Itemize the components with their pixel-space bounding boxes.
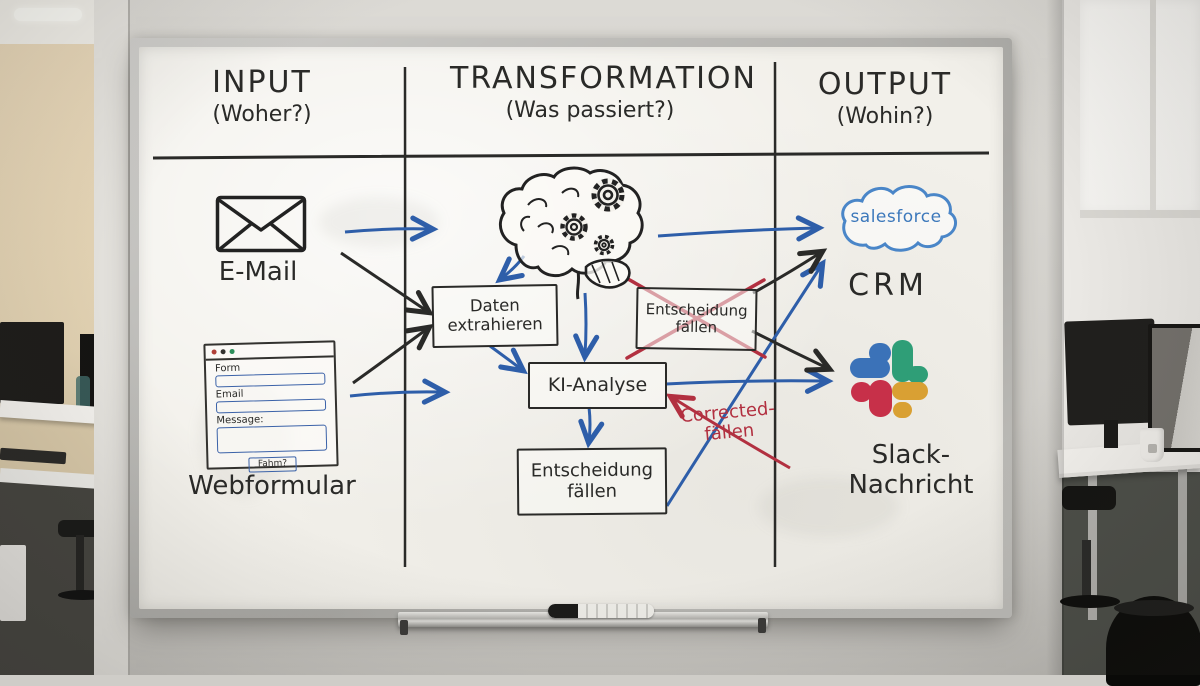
marker-tray	[398, 612, 768, 627]
background-object	[76, 376, 90, 410]
crm-label: CRM	[848, 268, 928, 303]
webform-sketch: Form Email Message: Fahm?	[203, 340, 339, 473]
webform-label: Webformular	[188, 471, 356, 501]
column-subtitle: (Was passiert?)	[505, 98, 675, 123]
office-chair	[1060, 595, 1120, 608]
salesforce-logo: salesforce	[832, 177, 960, 263]
pillar-edge	[94, 0, 130, 675]
email-label: E-Mail	[218, 257, 298, 287]
email-envelope-icon	[215, 195, 307, 253]
arrow-extract-to-ki	[489, 344, 528, 375]
drawer-unit	[0, 545, 26, 621]
office-chair	[76, 535, 84, 593]
browser-dot-green	[229, 348, 235, 355]
box-text: fällen	[675, 317, 718, 337]
browser-dot-dark	[220, 349, 226, 355]
arrow-ki-to-slack	[665, 367, 834, 394]
office-chair	[1062, 486, 1116, 510]
window-frame	[1150, 0, 1156, 214]
background-monitor	[0, 322, 64, 404]
browser-dot-red	[211, 349, 217, 355]
arrow-crossed-to-salesforce	[752, 248, 828, 295]
desk-leg	[1088, 462, 1097, 620]
brain-gears-icon	[499, 166, 644, 300]
arrow-webform-to-analysis	[349, 378, 451, 405]
window-sill	[1080, 210, 1200, 218]
header-divider	[152, 151, 990, 160]
tray-hook	[400, 620, 408, 635]
box-text: Entscheidung	[530, 459, 654, 482]
column-divider-1	[403, 66, 407, 568]
box-text: fällen	[567, 480, 618, 502]
window	[1080, 0, 1200, 214]
pillar-shadow	[1046, 0, 1064, 675]
gear-icon	[591, 178, 625, 212]
box-text: extrahieren	[447, 314, 543, 335]
column-header-transformation: TRANSFORMATION (Was passiert?)	[450, 61, 757, 123]
salesforce-cloud-icon	[841, 185, 958, 252]
office-chair	[58, 590, 108, 600]
arrow-brain-to-salesforce	[657, 215, 825, 242]
column-divider-2	[773, 61, 777, 568]
message-textarea	[216, 424, 328, 454]
background-monitor	[1064, 318, 1158, 426]
arrow-ki-to-decision	[578, 406, 605, 449]
arrow-webform-to-extract	[352, 323, 434, 385]
gear-icon	[560, 213, 588, 241]
arrow-decision-to-salesforce	[665, 258, 826, 507]
decision-box: Entscheidung fällen	[516, 447, 668, 516]
flow-arrows	[152, 61, 990, 568]
arrow-corrected-to-ki	[665, 393, 791, 470]
box-text: KI-Analyse	[547, 373, 648, 396]
marker-cap	[548, 604, 578, 618]
keyboard	[0, 447, 67, 465]
tray-hook	[758, 618, 766, 633]
column-header-output: OUTPUT (Wohin?)	[785, 67, 985, 129]
slack-message-label: Slack-Nachricht	[848, 440, 974, 500]
extract-data-box: Daten extrahieren	[431, 283, 559, 349]
column-subtitle: (Woher?)	[212, 102, 312, 127]
ceiling-light	[14, 8, 82, 21]
office-chair	[58, 520, 104, 537]
whiteboard: INPUT (Woher?) TRANSFORMATION (Was passi…	[139, 47, 1003, 609]
monitor-stand	[1104, 420, 1118, 448]
column-header-input: INPUT (Woher?)	[162, 65, 362, 127]
whiteboard-marker	[548, 604, 654, 618]
coffee-cup	[1148, 444, 1157, 453]
salesforce-wordmark: salesforce	[850, 207, 942, 227]
office-chair	[1082, 540, 1091, 598]
marker-label	[578, 604, 654, 618]
decision-box-crossed-out: Entscheidung fällen	[635, 286, 758, 352]
arrow-brain-to-ki	[573, 292, 600, 363]
column-subtitle: (Wohin?)	[836, 104, 934, 129]
arrow-email-to-brain	[344, 215, 439, 242]
column-title: TRANSFORMATION	[450, 61, 757, 96]
trash-bin	[1114, 600, 1194, 616]
gear-icon	[593, 234, 615, 256]
arrow-crossed-to-slack	[751, 329, 835, 373]
desk-leg	[1178, 462, 1187, 672]
box-text: Daten	[469, 295, 520, 316]
slack-logo	[850, 340, 928, 418]
ki-analysis-box: KI-Analyse	[528, 362, 667, 409]
column-title: OUTPUT	[817, 67, 953, 102]
column-title: INPUT	[212, 65, 312, 100]
arrow-email-to-extract	[340, 251, 435, 316]
